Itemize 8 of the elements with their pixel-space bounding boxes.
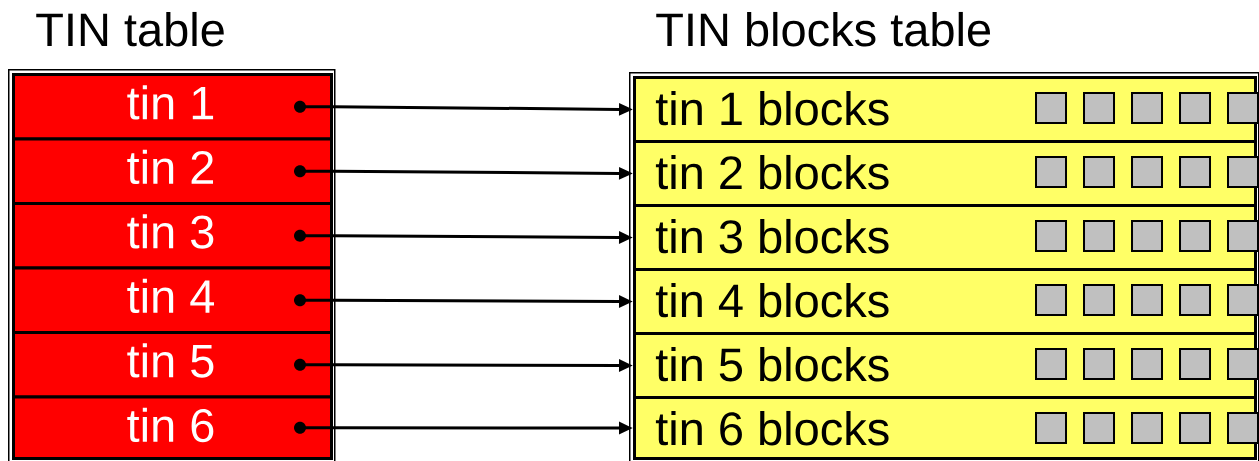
table-row: tin 3 <box>12 202 333 270</box>
table-row: tin 1 <box>12 73 333 141</box>
table-row: tin 2 <box>12 137 333 205</box>
table-row: tin 6 <box>12 395 333 460</box>
table-heading: TIN table <box>36 11 224 47</box>
table-row: tin 4 <box>12 266 333 334</box>
table-heading: TIN blocks table <box>656 11 991 47</box>
table-row: tin 5 <box>12 331 333 399</box>
